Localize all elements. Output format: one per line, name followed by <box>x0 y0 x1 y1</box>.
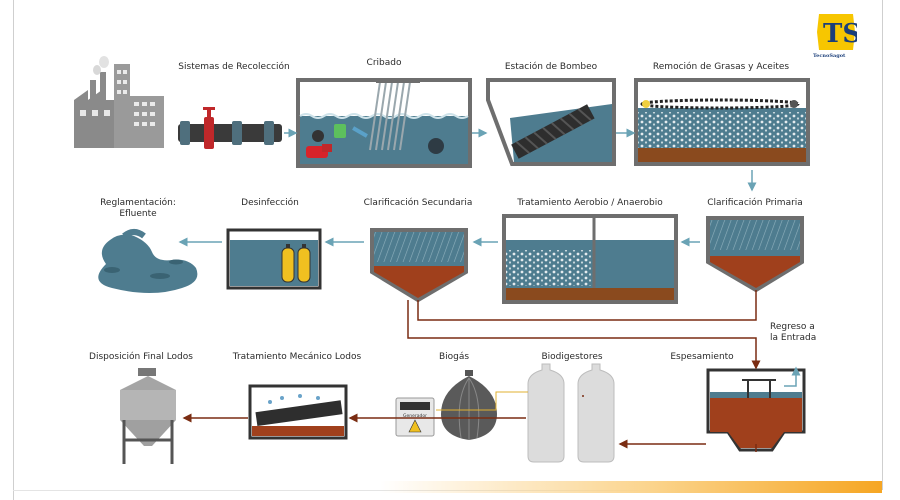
label-disinfection: Desinfección <box>241 198 299 208</box>
thickening-tank <box>706 368 806 452</box>
mechanical-sludge-tank <box>248 384 348 440</box>
biogas-balloon <box>441 370 497 440</box>
logo-name: TecnoSagot <box>813 53 846 59</box>
sludge-lines <box>182 290 761 452</box>
label-mechanical: Tratamiento Mecánico Lodos <box>232 352 362 362</box>
label-thickening: Espesamiento <box>670 352 734 362</box>
factory-icon <box>74 56 164 148</box>
label-return: Regreso a la Entrada <box>770 322 817 343</box>
secondary-clarifier <box>370 228 468 303</box>
label-grease: Remoción de Grasas y Aceites <box>652 62 790 72</box>
label-disposal: Disposición Final Lodos <box>89 352 193 362</box>
disinfection-tank <box>226 228 322 290</box>
screening-tank <box>296 78 472 168</box>
label-pumping: Estación de Bombeo <box>504 62 598 72</box>
company-logo: TS <box>817 14 857 50</box>
label-aerobic: Tratamiento Aerobio / Anaerobio <box>517 198 663 208</box>
pumping-station <box>486 78 616 166</box>
biogas-line <box>436 391 528 411</box>
left-frame-line <box>13 0 14 500</box>
label-regulation: Reglamentación: Efluente <box>100 198 176 219</box>
effluent-lake <box>98 229 198 293</box>
label-digesters: Biodigestores <box>541 352 603 362</box>
label-collection: Sistemas de Recolección <box>178 62 290 72</box>
label-secondary: Clarificación Secundaria <box>363 198 473 208</box>
label-biogas: Biogás <box>438 352 470 362</box>
bottom-gradient-bar <box>380 481 882 493</box>
disposal-silo <box>120 368 176 464</box>
primary-clarifier <box>706 216 804 293</box>
label-screening: Cribado <box>366 58 402 68</box>
water-flow-arrows <box>178 128 801 387</box>
collection-pipe <box>178 107 282 149</box>
logo-letter-t: TS <box>823 19 857 49</box>
aerobic-tank <box>502 214 678 304</box>
grease-removal-tank <box>634 78 810 166</box>
biodigesters <box>527 363 615 463</box>
generator-label: Generador <box>403 413 427 419</box>
generator-box <box>395 397 435 437</box>
label-primary: Clarificación Primaria <box>707 198 803 208</box>
right-frame-line <box>882 0 883 490</box>
